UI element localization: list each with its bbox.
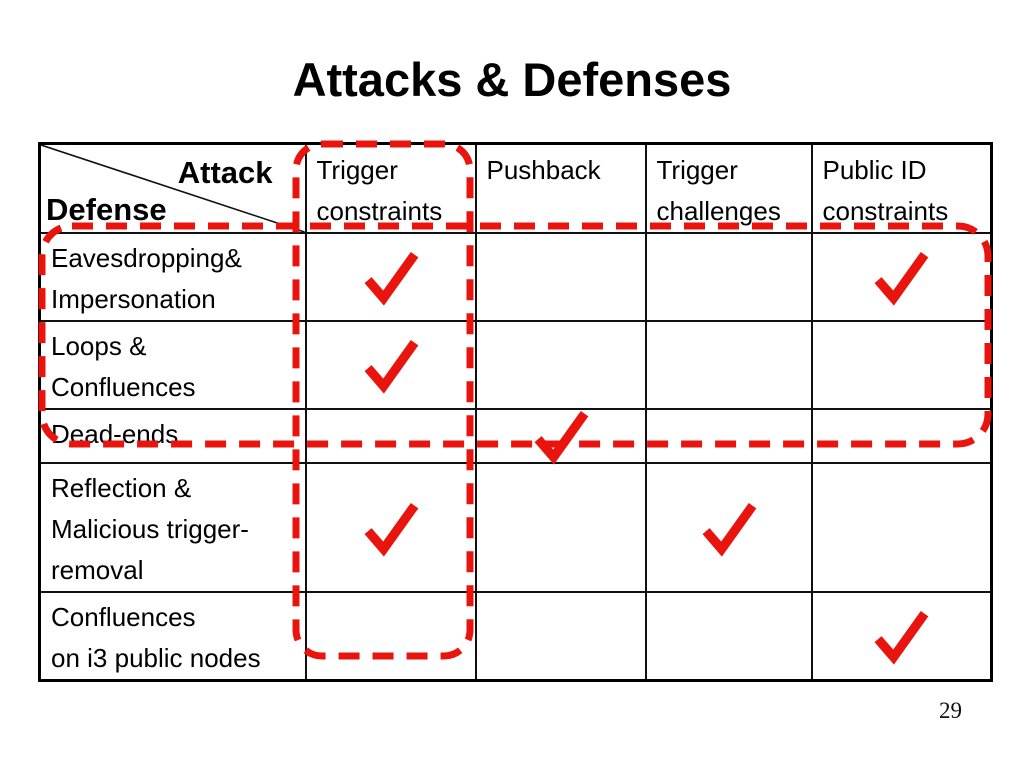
empty-cell — [810, 462, 993, 593]
check-icon — [364, 251, 418, 306]
slide-title: Attacks & Defenses — [292, 53, 732, 106]
table-row: Dead-ends — [38, 408, 993, 465]
table-row: Reflection & Malicious trigger- removal — [38, 462, 993, 593]
header-row: Attack Defense Trigger constraints Pushb… — [38, 142, 993, 234]
check-icon — [534, 410, 588, 465]
check-cell — [810, 591, 993, 682]
empty-cell — [304, 408, 477, 464]
empty-cell — [474, 591, 647, 682]
check-icon — [364, 502, 418, 557]
check-cell — [644, 462, 813, 593]
attacks-defenses-table-wrap: Attack Defense Trigger constraints Pushb… — [38, 142, 993, 682]
column-header-trigger-constraints: Trigger constraints — [304, 142, 477, 234]
column-header-trigger-challenges: Trigger challenges — [644, 142, 813, 234]
empty-cell — [644, 320, 813, 410]
corner-defense-label: Defense — [46, 192, 167, 227]
check-icon — [874, 610, 929, 665]
attacks-defenses-table: Attack Defense Trigger constraints Pushb… — [38, 142, 993, 682]
empty-cell — [644, 408, 813, 464]
diagonal-divider-line — [41, 145, 305, 232]
check-icon — [874, 251, 929, 306]
defense-row-label: Loops & Confluences — [38, 320, 307, 410]
column-header-pushback: Pushback — [474, 142, 647, 234]
empty-cell — [644, 232, 813, 322]
page-number: 29 — [939, 698, 962, 723]
table-row: Confluences on i3 public nodes — [38, 591, 993, 682]
empty-cell — [474, 320, 647, 410]
check-cell — [474, 408, 647, 465]
check-icon — [702, 502, 756, 557]
empty-cell — [304, 591, 477, 682]
empty-cell — [474, 462, 647, 593]
defense-row-label: Dead-ends — [38, 408, 307, 464]
empty-cell — [810, 408, 993, 464]
check-icon — [364, 339, 418, 394]
defense-row-label: Confluences on i3 public nodes — [38, 591, 307, 682]
table-row: Loops & Confluences — [38, 320, 993, 410]
check-cell — [304, 320, 477, 410]
check-cell — [304, 462, 477, 593]
empty-cell — [810, 320, 993, 410]
column-header-public-id-constraints: Public ID constraints — [810, 142, 993, 234]
empty-cell — [644, 591, 813, 682]
table-row: Eavesdropping& Impersonation — [38, 232, 993, 322]
corner-cell: Attack Defense — [38, 142, 307, 234]
defense-row-label: Reflection & Malicious trigger- removal — [38, 462, 307, 593]
table-body: Eavesdropping& Impersonation Loops & Con… — [38, 232, 993, 682]
defense-row-label: Eavesdropping& Impersonation — [38, 232, 307, 322]
corner-attack-label: Attack — [177, 155, 273, 190]
check-cell — [810, 232, 993, 322]
check-cell — [304, 232, 477, 322]
empty-cell — [474, 232, 647, 322]
